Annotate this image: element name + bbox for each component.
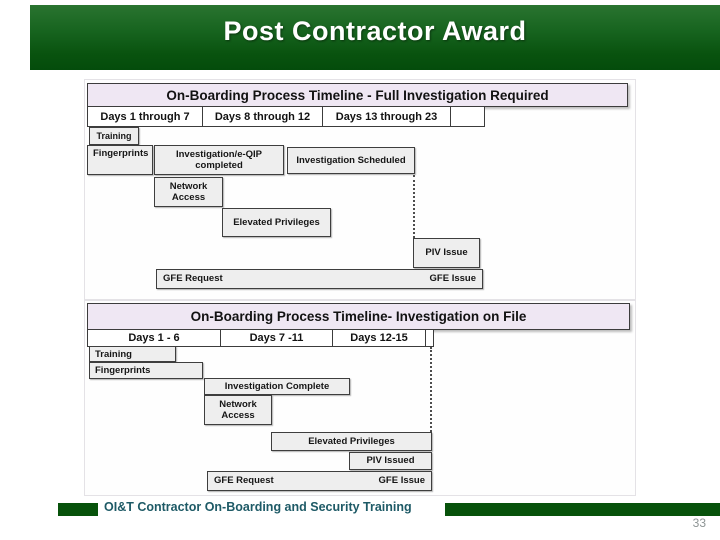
task-box-elevated-privileges: Elevated Privileges: [271, 432, 432, 451]
task-box-piv-issued: PIV Issued: [349, 452, 432, 470]
footer-accent-bar-right: [445, 503, 720, 516]
gfe-issue-label: GFE Issue: [429, 273, 476, 285]
day-cell: Days 7 -11: [221, 330, 333, 346]
timeline-1-title: On-Boarding Process Timeline - Full Inve…: [87, 83, 628, 107]
timeline-1-day-header-row: Days 1 through 7 Days 8 through 12 Days …: [87, 106, 485, 127]
dashed-connector-line: [413, 175, 415, 238]
task-box-network-access: Network Access: [154, 177, 223, 207]
task-bar-gfe: GFE Request GFE Issue: [207, 471, 432, 491]
dashed-connector-line: [430, 347, 432, 432]
task-box-fingerprints: Fingerprints: [89, 362, 203, 379]
task-box-piv-issue: PIV Issue: [413, 238, 480, 268]
day-cell: Days 13 through 23: [323, 107, 451, 126]
task-box-fingerprints: Fingerprints: [87, 145, 153, 175]
day-cell: Days 1 through 7: [88, 107, 203, 126]
task-box-training: Training: [89, 127, 139, 145]
page-number: 33: [692, 516, 706, 530]
footer-accent-bar-left: [58, 503, 98, 516]
slide-title: Post Contractor Award: [223, 16, 527, 46]
task-box-investigation-complete: Investigation Complete: [204, 378, 350, 395]
gfe-issue-label: GFE Issue: [378, 475, 425, 487]
gfe-request-label: GFE Request: [163, 273, 223, 285]
task-bar-gfe: GFE Request GFE Issue: [156, 269, 483, 289]
task-box-training: Training: [89, 346, 176, 362]
timeline-2-title: On-Boarding Process Timeline- Investigat…: [87, 303, 630, 330]
day-cell-empty: [426, 330, 433, 346]
task-box-elevated-privileges: Elevated Privileges: [222, 208, 331, 237]
task-box-investigation-scheduled: Investigation Scheduled: [287, 147, 415, 174]
day-cell: Days 1 - 6: [88, 330, 221, 346]
day-cell-empty: [451, 107, 484, 126]
task-box-investigation-eqip: Investigation/e-QIP completed: [154, 145, 284, 175]
timeline-2-day-header-row: Days 1 - 6 Days 7 -11 Days 12-15: [87, 329, 434, 347]
day-cell: Days 12-15: [333, 330, 426, 346]
footer-text: OI&T Contractor On-Boarding and Security…: [104, 500, 412, 514]
title-bar: Post Contractor Award: [30, 5, 720, 70]
day-cell: Days 8 through 12: [203, 107, 323, 126]
gfe-request-label: GFE Request: [214, 475, 274, 487]
task-box-network-access: Network Access: [204, 395, 272, 425]
